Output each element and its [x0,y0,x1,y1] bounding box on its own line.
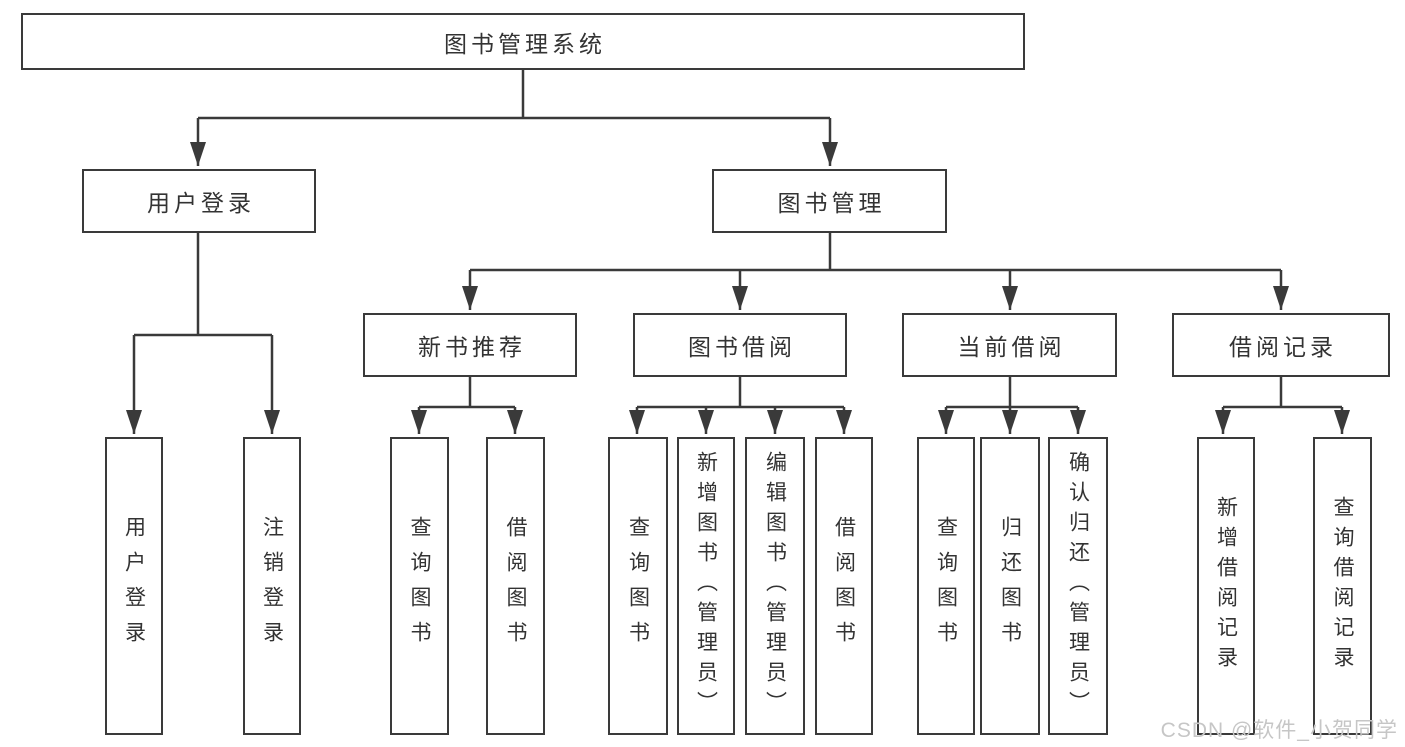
node-leaf-logout: 注销登录 [243,437,301,735]
node-label: 编辑图书（管理员） [763,451,787,721]
node-label: 查询图书 [626,516,650,656]
node-label: 注销登录 [260,516,284,656]
node-leaf-borrow-books-1: 借阅图书 [486,437,545,735]
node-label: 归还图书 [998,516,1022,656]
node-leaf-query-borrow-record: 查询借阅记录 [1313,437,1372,735]
node-label: 借阅图书 [504,516,527,656]
node-book-management-branch: 图书管理 [712,169,947,233]
node-label: 用户登录 [122,516,146,656]
node-label: 确认归还（管理员） [1066,451,1090,721]
node-leaf-borrow-books-2: 借阅图书 [815,437,873,735]
node-library-management-system: 图书管理系统 [21,13,1025,70]
node-borrowing-records: 借阅记录 [1172,313,1390,377]
node-label: 借阅图书 [832,516,856,656]
node-label: 查询借阅记录 [1331,496,1354,676]
node-label: 借阅记录 [1229,334,1337,360]
csdn-watermark: CSDN @软件_小贺同学 [1160,719,1398,742]
node-label: 查询图书 [934,516,958,656]
node-label: 查询图书 [408,516,431,656]
node-label: 新增图书（管理员） [694,451,718,721]
node-current-borrowing: 当前借阅 [902,313,1117,377]
node-leaf-user-login: 用户登录 [105,437,163,735]
node-leaf-query-books-3: 查询图书 [917,437,975,735]
node-label: 图书管理 [777,190,886,216]
node-leaf-return-books: 归还图书 [980,437,1040,735]
node-leaf-confirm-return-admin: 确认归还（管理员） [1048,437,1108,735]
node-leaf-edit-books-admin: 编辑图书（管理员） [745,437,805,735]
node-user-login-branch: 用户登录 [82,169,316,233]
node-leaf-query-books-2: 查询图书 [608,437,668,735]
node-leaf-add-borrow-record: 新增借阅记录 [1197,437,1255,735]
node-label: 新书推荐 [418,334,526,360]
node-book-borrowing: 图书借阅 [633,313,847,377]
node-label: 图书借阅 [688,334,796,360]
node-leaf-query-books-1: 查询图书 [390,437,449,735]
node-label: 当前借阅 [957,334,1066,360]
node-label: 用户登录 [147,190,255,216]
node-new-book-recommend: 新书推荐 [363,313,577,377]
node-label: 新增借阅记录 [1214,496,1238,676]
node-label: 图书管理系统 [444,30,606,57]
node-leaf-add-books-admin: 新增图书（管理员） [677,437,735,735]
